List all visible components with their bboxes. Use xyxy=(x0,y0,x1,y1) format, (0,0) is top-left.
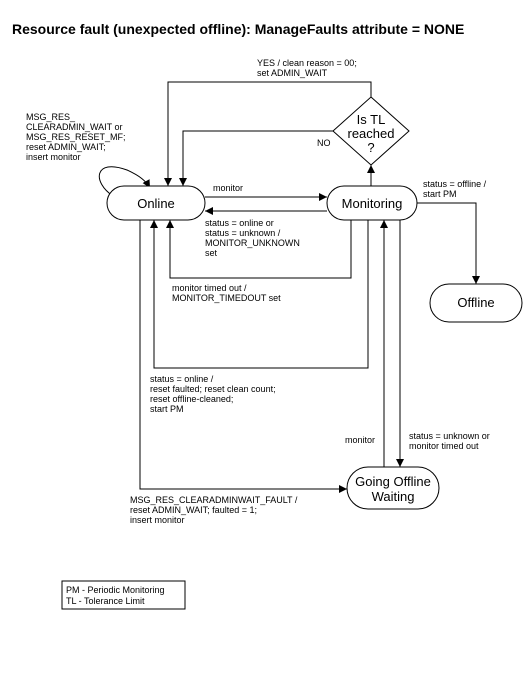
label-no: NO xyxy=(317,138,331,148)
edge-monitoring-offline xyxy=(417,202,480,284)
state-monitoring-label: Monitoring xyxy=(342,196,403,211)
svg-text:insert monitor: insert monitor xyxy=(26,152,81,162)
svg-text:set: set xyxy=(205,248,218,258)
svg-text:status = online /: status = online / xyxy=(150,374,214,384)
state-online xyxy=(106,185,206,221)
svg-text:set ADMIN_WAIT: set ADMIN_WAIT xyxy=(257,68,328,78)
state-offline xyxy=(429,283,523,323)
svg-text:reset ADMIN_WAIT; faulted = 1;: reset ADMIN_WAIT; faulted = 1; xyxy=(130,505,257,515)
state-going-offline-waiting xyxy=(346,466,440,510)
label-monitor-2: monitor xyxy=(345,435,375,445)
svg-text:MSG_RES_RESET_MF;: MSG_RES_RESET_MF; xyxy=(26,132,126,142)
svg-text:insert monitor: insert monitor xyxy=(130,515,185,525)
svg-text:start PM: start PM xyxy=(423,189,457,199)
svg-text:status = offline /: status = offline / xyxy=(423,179,487,189)
svg-text:reset offline-cleaned;: reset offline-cleaned; xyxy=(150,394,233,404)
svg-text:MONITOR_TIMEDOUT set: MONITOR_TIMEDOUT set xyxy=(172,293,281,303)
label-online-unknown: status = online or status = unknown / MO… xyxy=(205,218,300,258)
decision-label-line3: ? xyxy=(367,140,374,155)
svg-text:monitor timed out: monitor timed out xyxy=(409,441,479,451)
svg-text:CLEARADMIN_WAIT or: CLEARADMIN_WAIT or xyxy=(26,122,123,132)
svg-text:reset ADMIN_WAIT;: reset ADMIN_WAIT; xyxy=(26,142,106,152)
svg-text:MSG_RES_CLEARADMINWAIT_FAULT /: MSG_RES_CLEARADMINWAIT_FAULT / xyxy=(130,495,298,505)
svg-text:status = unknown /: status = unknown / xyxy=(205,228,281,238)
legend-box xyxy=(61,580,186,610)
edge-decision-yes-online xyxy=(164,81,372,186)
state-going-offline-label-line1: Going Offline xyxy=(355,474,431,489)
label-unknown-timedout: status = unknown or monitor timed out xyxy=(409,431,490,451)
state-online-label: Online xyxy=(137,196,175,211)
decision-label-line2: reached xyxy=(348,126,395,141)
edge-online-going-offline xyxy=(139,220,347,493)
label-timed-out: monitor timed out / MONITOR_TIMEDOUT set xyxy=(172,283,281,303)
svg-text:status = online or: status = online or xyxy=(205,218,274,228)
decision-label-line1: Is TL xyxy=(357,112,386,127)
edge-monitoring-timedout-online xyxy=(166,220,352,279)
svg-text:start PM: start PM xyxy=(150,404,184,414)
svg-text:status = unknown or: status = unknown or xyxy=(409,431,490,441)
label-online-self: MSG_RES_ CLEARADMIN_WAIT or MSG_RES_RESE… xyxy=(26,112,126,162)
edge-online-self xyxy=(98,166,151,197)
edge-going-offline-online xyxy=(150,220,369,369)
label-yes: YES / clean reason = 00; set ADMIN_WAIT xyxy=(257,58,357,78)
label-status-offline: status = offline / start PM xyxy=(423,179,487,199)
state-going-offline-label-line2: Waiting xyxy=(372,489,415,504)
svg-text:MONITOR_UNKNOWN: MONITOR_UNKNOWN xyxy=(205,238,300,248)
edge-decision-no-online xyxy=(179,130,335,186)
legend-tl: TL - Tolerance Limit xyxy=(66,596,145,606)
label-clearadminwait-fault: MSG_RES_CLEARADMINWAIT_FAULT / reset ADM… xyxy=(130,495,298,525)
state-monitoring xyxy=(326,185,418,221)
legend-pm: PM - Periodic Monitoring xyxy=(66,585,165,595)
diagram-title: Resource fault (unexpected offline): Man… xyxy=(12,21,464,37)
label-status-online: status = online / reset faulted; reset c… xyxy=(150,374,276,414)
state-offline-label: Offline xyxy=(457,295,494,310)
decision-tl-reached xyxy=(332,96,410,166)
svg-text:monitor timed out /: monitor timed out / xyxy=(172,283,247,293)
svg-text:MSG_RES_: MSG_RES_ xyxy=(26,112,76,122)
label-monitor: monitor xyxy=(213,183,243,193)
svg-text:reset faulted; reset clean cou: reset faulted; reset clean count; xyxy=(150,384,276,394)
svg-text:YES / clean reason = 00;: YES / clean reason = 00; xyxy=(257,58,357,68)
